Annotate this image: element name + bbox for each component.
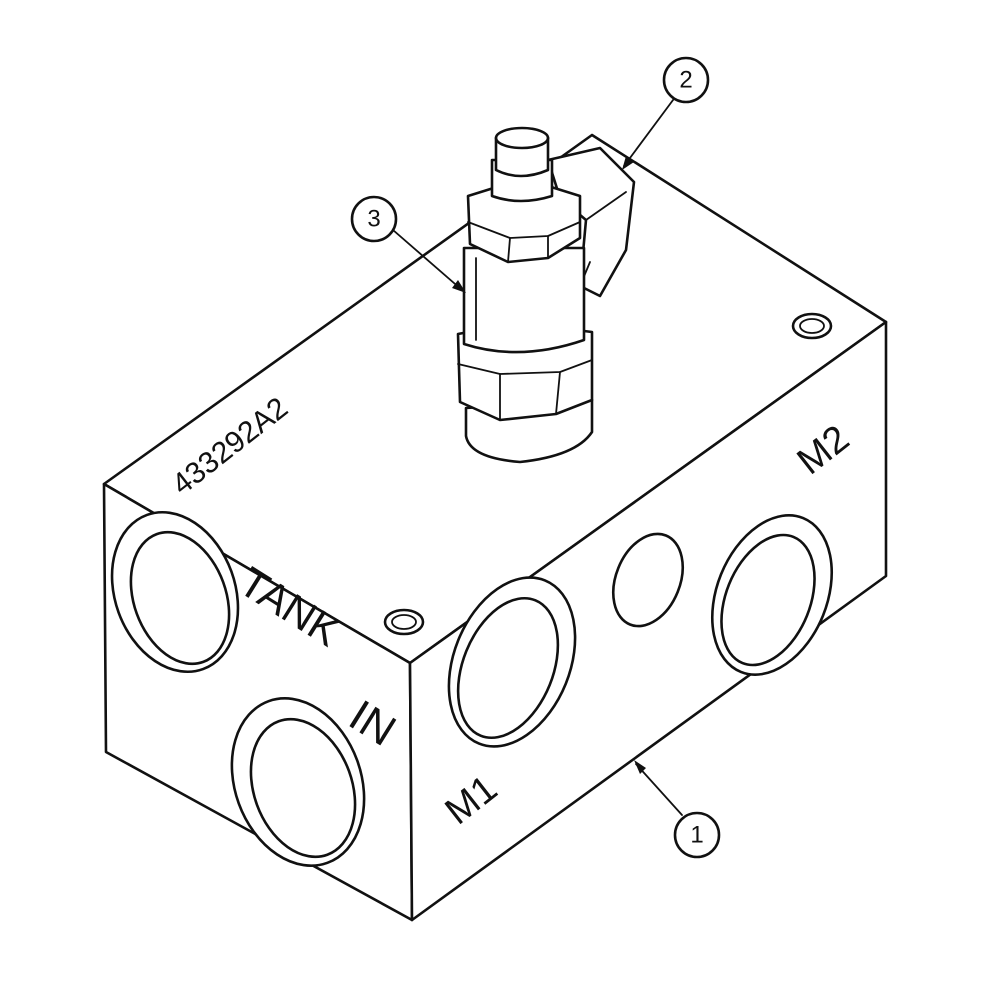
callout-2-leader xyxy=(623,95,677,167)
callout-1: 1 xyxy=(634,760,721,859)
mounting-hole-front xyxy=(383,608,425,636)
callout-3: 3 xyxy=(350,195,466,293)
callout-1-number: 1 xyxy=(690,822,703,849)
callout-2: 2 xyxy=(622,56,710,170)
valve-barrel xyxy=(462,246,586,354)
right-face-ports xyxy=(447,514,834,748)
left-face-ports xyxy=(110,510,366,867)
callout-1-leader xyxy=(635,763,683,816)
mounting-hole-rear xyxy=(791,312,833,340)
callout-3-number: 3 xyxy=(367,206,380,233)
mounting-holes xyxy=(383,312,833,636)
callout-2-bubble xyxy=(662,56,710,104)
center-plug xyxy=(612,532,684,628)
callout-1-bubble xyxy=(673,811,721,859)
callout-3-bubble xyxy=(350,195,398,243)
callout-3-leader xyxy=(392,229,463,291)
callout-2-number: 2 xyxy=(679,67,692,94)
relief-valve-cartridge-3 xyxy=(456,126,594,464)
